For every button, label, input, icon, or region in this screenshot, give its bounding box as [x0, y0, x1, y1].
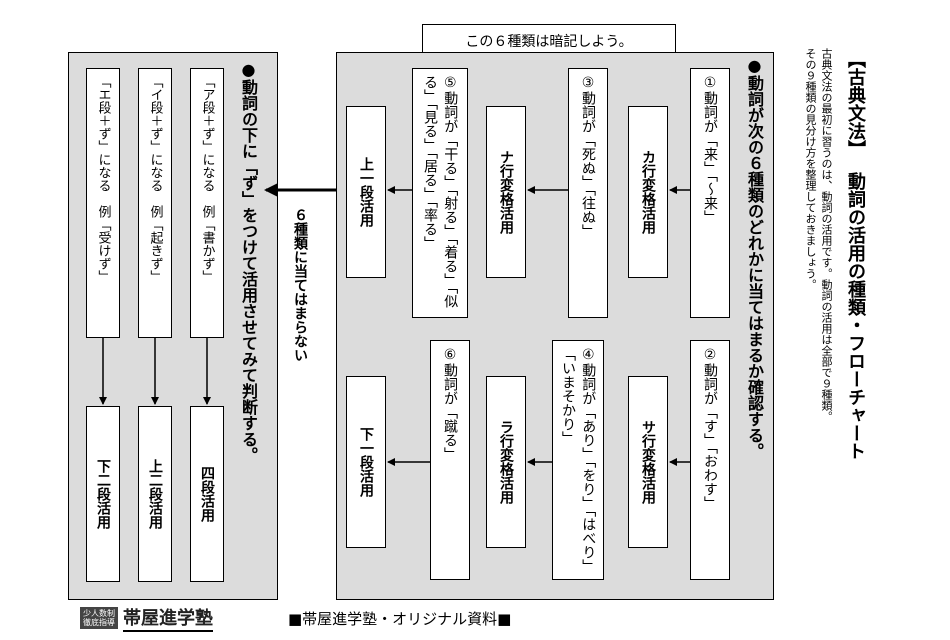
panel-instruction: ●動詞が次の６種類のどれかに当てはまるか確認する。	[745, 56, 764, 459]
title-bracket: 【古典文法】	[845, 50, 866, 158]
logo-badge: 少人数制 徹底指導	[80, 607, 118, 629]
type-box-sa: サ行変格活用	[628, 376, 668, 548]
header-desc-2: その９種類の見分け方を整理しておきましょう。	[804, 48, 817, 290]
cond-box-ka: ①動詞が「来」「〜来」	[690, 68, 730, 318]
not-applicable-label: ６種類に当てはまらない	[292, 208, 308, 362]
footer-logo: 少人数制 徹底指導 帯屋進学塾	[80, 604, 213, 632]
left-instruction: ●動詞の下に「ず」をつけて活用させてみて判断する。	[239, 60, 258, 463]
cond-box-kami2: 「イ段＋ず」になる 例「起きず」	[138, 68, 172, 338]
header-desc-1: 古典文法の最初に習うのは、動詞の活用です。動詞の活用は全部で９種類。	[820, 48, 833, 422]
type-box-ra: ラ行変格活用	[486, 376, 526, 548]
type-box-yodan: 四段活用	[190, 406, 224, 582]
cond-box-ra: ④動詞が「あり」「をり」「はべり」「いまそかり」	[552, 340, 604, 580]
type-box-na: ナ行変格活用	[486, 106, 526, 278]
cond-box-kami1: ⑤動詞が「干る」「射る」「着る」「似る」「見る」「居る」「率る」	[412, 68, 468, 318]
logo-name: 帯屋進学塾	[123, 604, 213, 632]
cond-box-yodan: 「ア段＋ず」になる 例「書かず」	[190, 68, 224, 338]
cond-box-sa: ②動詞が「す」「おわす」	[690, 340, 730, 580]
logo-small-1: 少人数制	[83, 609, 115, 618]
type-box-shimo1: 下一段活用	[346, 376, 386, 548]
page-title: 動詞の活用の種類・フローチャート	[845, 172, 866, 460]
cond-box-shimo2: 「エ段＋ず」になる 例「受けず」	[86, 68, 120, 338]
cond-box-na: ③動詞が「死ぬ」「往ぬ」	[568, 68, 608, 318]
cond-box-shimo1: ⑥動詞が「蹴る」	[430, 340, 470, 580]
logo-small-2: 徹底指導	[83, 618, 115, 627]
type-box-shimo2: 下二段活用	[86, 406, 120, 582]
footer-note: ■帯屋進学塾・オリジナル資料■	[288, 610, 512, 628]
type-box-kami1: 上一段活用	[346, 106, 386, 278]
type-box-ka: カ行変格活用	[628, 106, 668, 278]
type-box-kami2: 上二段活用	[138, 406, 172, 582]
